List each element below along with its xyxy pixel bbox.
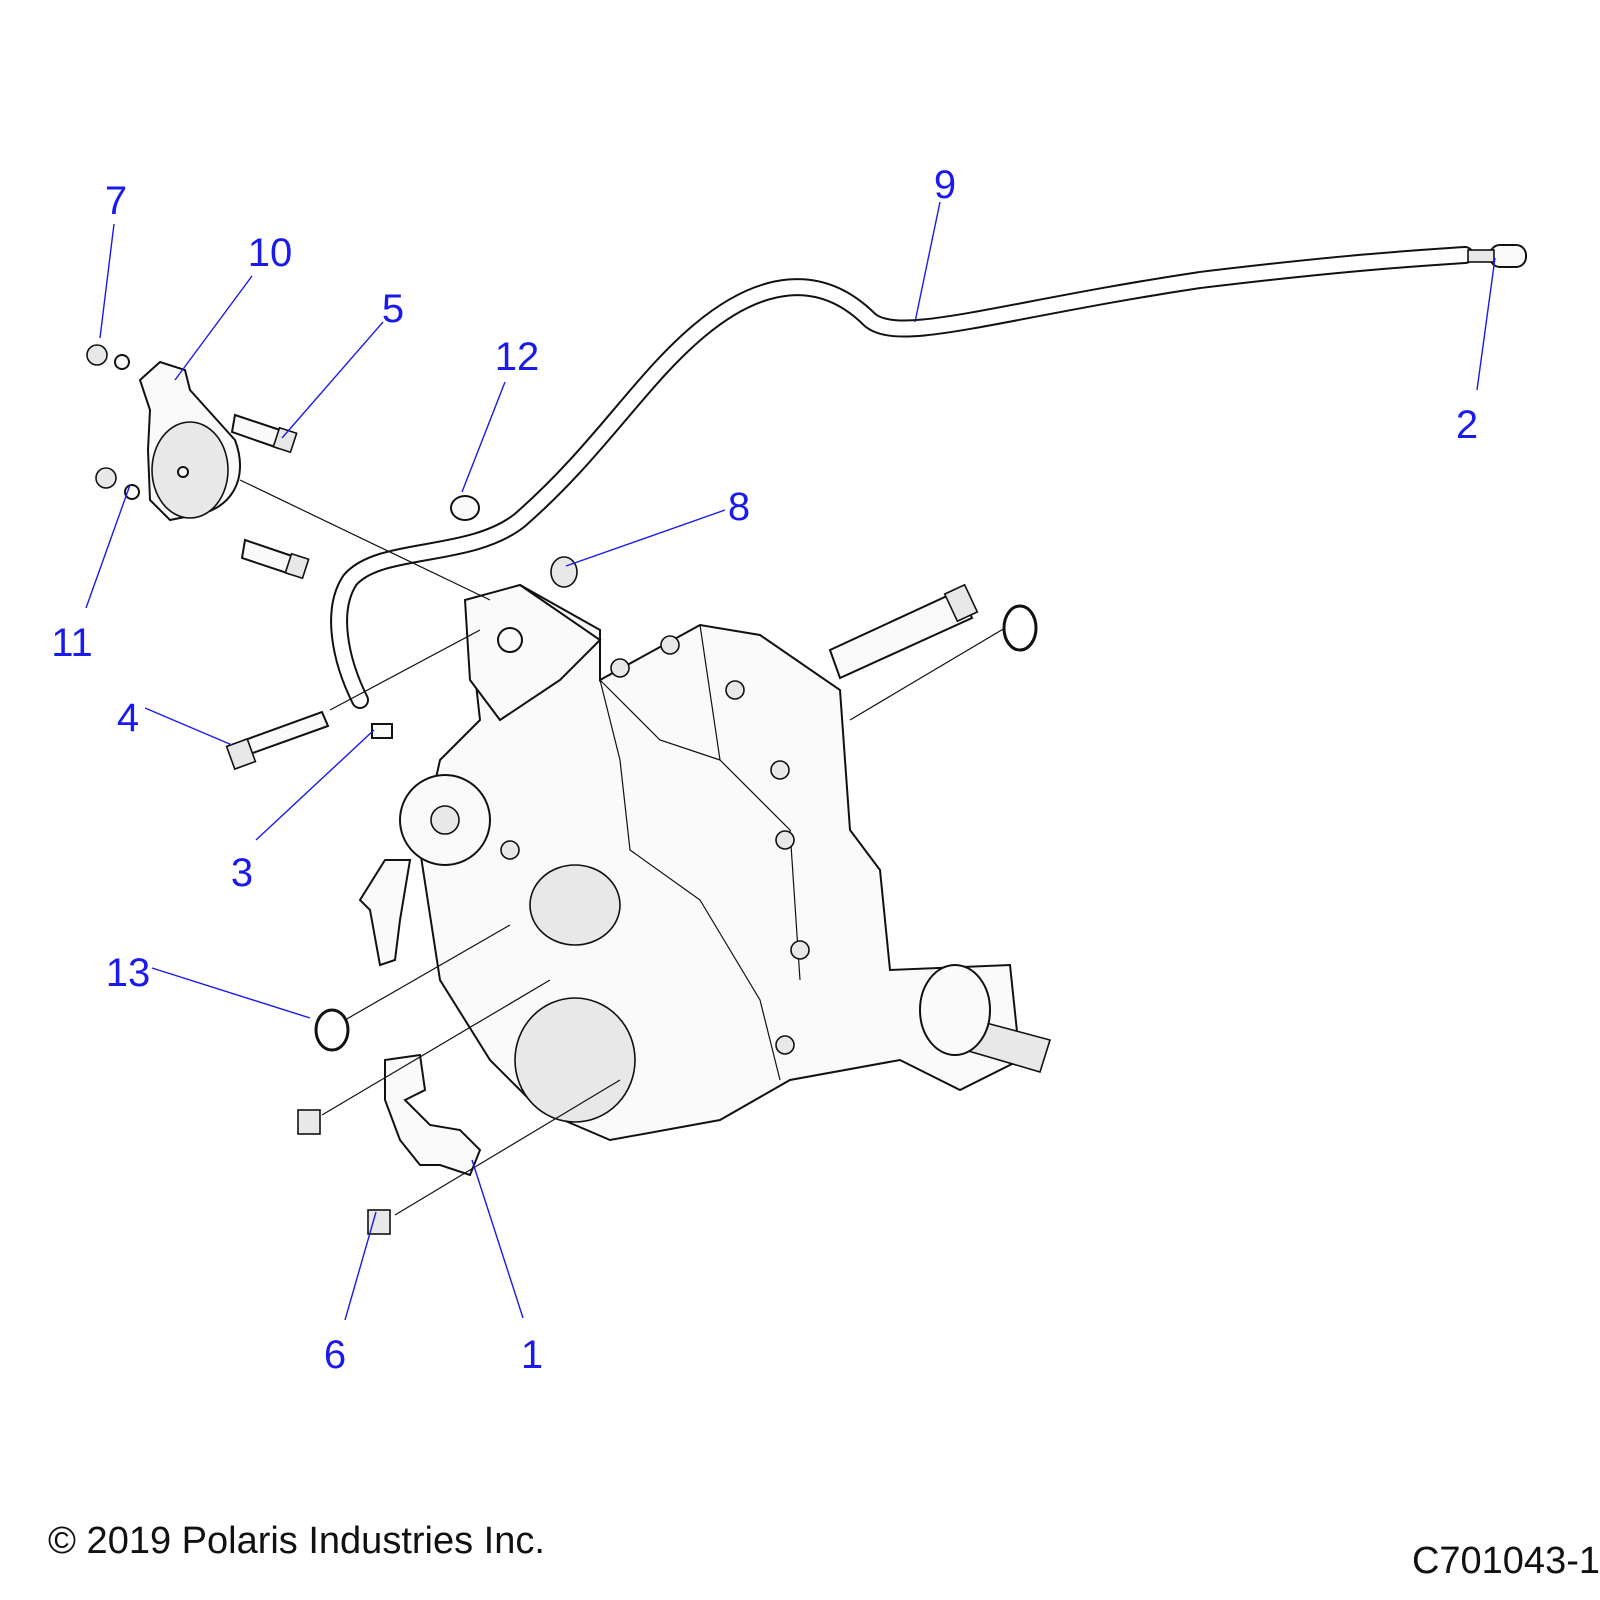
bolt xyxy=(297,1109,321,1135)
callout-8: 8 xyxy=(728,485,750,529)
bolt xyxy=(230,413,298,454)
washer xyxy=(114,354,130,370)
callout-13: 13 xyxy=(106,951,151,995)
end-cover xyxy=(514,997,636,1123)
bolt xyxy=(367,1209,391,1235)
diagram-id: C701043-1 xyxy=(1411,1540,1600,1582)
callout-9: 9 xyxy=(934,163,956,207)
bracket xyxy=(384,1053,482,1177)
callout-12: 12 xyxy=(495,335,540,379)
callout-7: 7 xyxy=(105,179,127,223)
callout-3: 3 xyxy=(231,851,253,895)
callout-4: 4 xyxy=(117,696,139,740)
nut xyxy=(86,344,108,366)
bolt xyxy=(225,710,330,771)
callout-6: 6 xyxy=(324,1333,346,1377)
callout-11: 11 xyxy=(51,621,93,665)
callout-2: 2 xyxy=(1456,403,1478,447)
callout-10: 10 xyxy=(248,231,293,275)
plug xyxy=(550,556,578,588)
callout-5: 5 xyxy=(382,287,404,331)
clip xyxy=(371,723,393,739)
callout-1: 1 xyxy=(521,1333,543,1377)
elbow-fitting xyxy=(1467,244,1527,268)
nut xyxy=(95,467,117,489)
copyright-notice: © 2019 Polaris Industries Inc. xyxy=(48,1520,545,1562)
o-ring xyxy=(1002,604,1038,652)
hose-clamp xyxy=(450,495,480,521)
speed-sensor xyxy=(138,360,241,522)
bolt xyxy=(240,538,310,580)
o-ring xyxy=(314,1008,350,1052)
transmission-assembly xyxy=(358,583,1052,1142)
